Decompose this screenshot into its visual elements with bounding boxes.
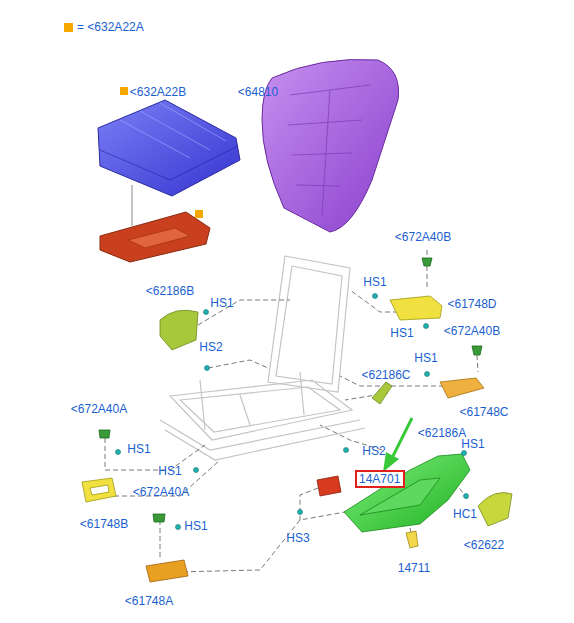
callout-label: HS1 — [461, 437, 484, 451]
callout-label: <672A40B — [444, 324, 500, 338]
callout-label: HS1 — [210, 296, 233, 310]
callout-label: <61748C — [459, 405, 508, 419]
callout-label: <62622 — [464, 538, 504, 552]
callout-label: <61748D — [447, 297, 496, 311]
callout-label: <64810 — [238, 85, 278, 99]
pointer-arrow — [383, 418, 412, 472]
part-number: 14A701 — [359, 472, 401, 486]
callout-label: <672A40B — [395, 230, 451, 244]
callout-label: <61748B — [80, 517, 128, 531]
callout-label: HS1 — [184, 519, 207, 533]
callout-label: HC1 — [453, 507, 477, 521]
seat-back — [262, 59, 399, 232]
seat-cushion — [98, 100, 240, 226]
callout-label: <62186B — [146, 284, 194, 298]
callout-label: HS1 — [158, 464, 181, 478]
callout-label: HS2 — [199, 340, 222, 354]
highlight-box: 14A701 — [355, 470, 405, 488]
callout-label: <632A22B — [130, 85, 186, 99]
callout-label: 14711 — [398, 561, 430, 575]
callout-label: HS1 — [414, 351, 437, 365]
callout-label: <672A40A — [133, 485, 189, 499]
leader-lines — [105, 250, 478, 572]
callout-label: HS3 — [286, 531, 309, 545]
callout-label: <672A40A — [71, 402, 127, 416]
legend-text: = <632A22A — [77, 20, 144, 34]
marker-square — [120, 87, 128, 95]
screws — [116, 294, 469, 530]
legend-entry: = <632A22A — [64, 20, 144, 34]
callout-label: <62186C — [361, 368, 410, 382]
callout-label: HS1 — [127, 442, 150, 456]
callout-label: <61748A — [125, 594, 173, 608]
trim-parts — [82, 258, 512, 582]
cushion-pad — [100, 210, 210, 262]
callout-label: HS1 — [390, 326, 413, 340]
callout-label: <62186A — [418, 426, 466, 440]
callout-label: HS1 — [363, 275, 386, 289]
callout-label: HS2 — [362, 444, 385, 458]
legend-swatch — [64, 23, 73, 32]
